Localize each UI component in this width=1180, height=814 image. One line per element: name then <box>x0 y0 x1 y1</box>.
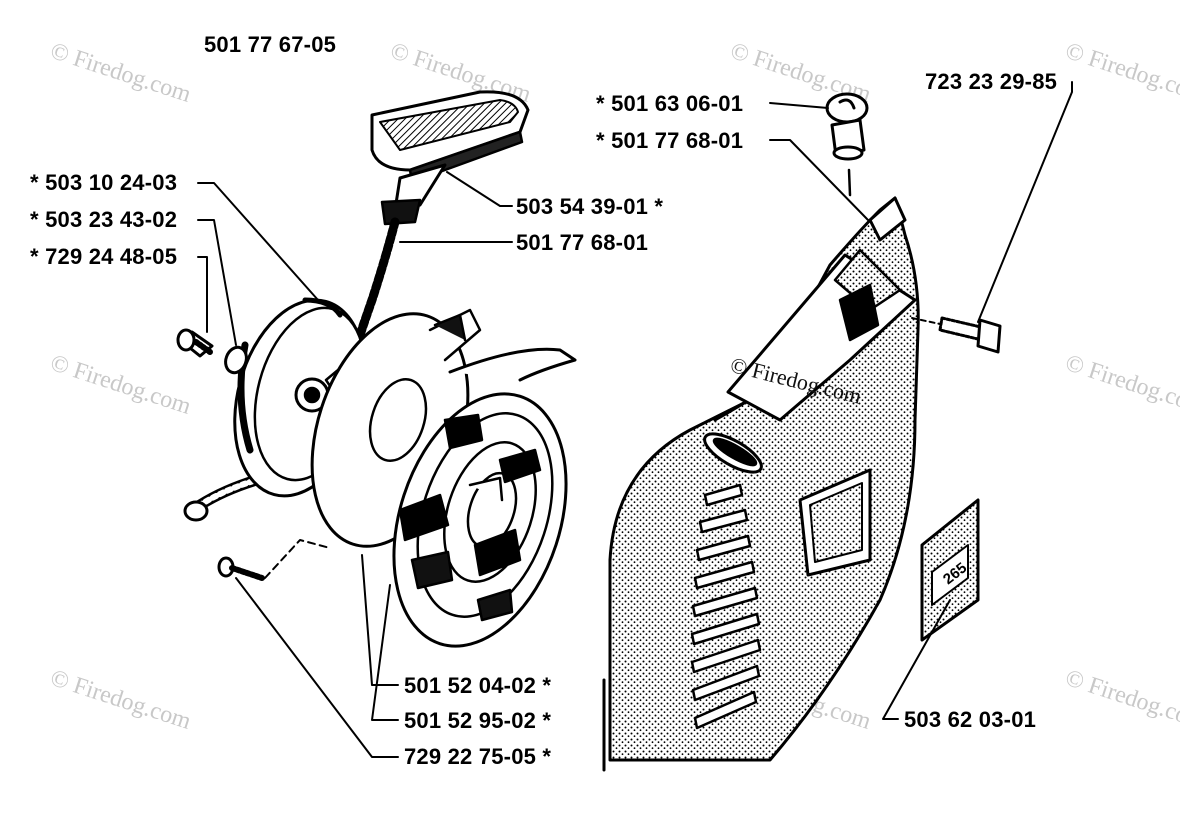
assembly-number: 501 77 67-05 <box>204 32 337 57</box>
part-label: 501 52 04-02 * <box>404 673 552 698</box>
part-label: * 729 24 48-05 <box>30 244 178 269</box>
screw-bottom <box>217 556 265 581</box>
cap-washer <box>825 92 869 124</box>
part-label: * 503 10 24-03 <box>30 170 178 195</box>
part-label: 501 77 68-01 <box>516 230 649 255</box>
bolt-right <box>911 316 1002 354</box>
part-label: * 501 77 68-01 <box>596 128 744 153</box>
part-label: 501 52 95-02 * <box>404 708 552 733</box>
leader-lines <box>197 81 1073 758</box>
assembly-guide-line <box>264 539 331 579</box>
part-label: 503 62 03-01 <box>904 707 1037 732</box>
bushing <box>830 118 866 197</box>
screw-left <box>176 328 214 358</box>
part-label: 503 54 39-01 * <box>516 194 664 219</box>
starter-handle <box>370 90 530 226</box>
part-label: 729 22 75-05 * <box>404 744 552 769</box>
part-label: 723 23 29-85 <box>925 69 1058 94</box>
washer <box>224 345 248 375</box>
part-label: * 503 23 43-02 <box>30 207 178 232</box>
part-label: * 501 63 06-01 <box>596 91 744 116</box>
spring-housing <box>392 347 577 648</box>
decal-plate <box>920 498 980 642</box>
starter-cover <box>608 196 920 762</box>
